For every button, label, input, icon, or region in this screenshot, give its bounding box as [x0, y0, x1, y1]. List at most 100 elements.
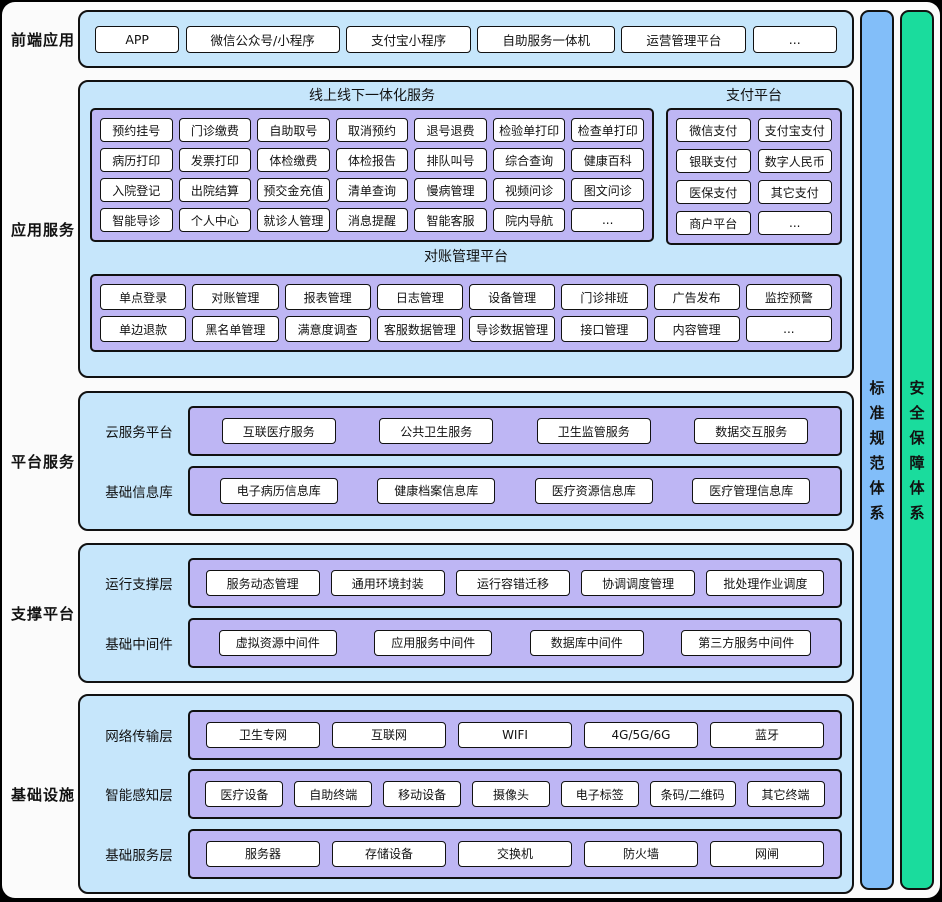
diagram-item: 图文问诊	[571, 178, 644, 202]
diagram-item: 其它支付	[757, 180, 832, 204]
network-transport-layer-label: 网络传输层	[105, 728, 173, 745]
diagram-item: 就诊人管理	[257, 208, 330, 232]
diagram-item: 互联网	[332, 721, 446, 748]
diagram-item: 监控预警	[745, 284, 832, 310]
diagram-item: ...	[571, 208, 644, 232]
diagram-item: 运行容错迁移	[455, 570, 570, 597]
diagram-item: APP	[95, 25, 180, 53]
diagram-item: 消息提醒	[335, 208, 409, 232]
diagram-item: 排队叫号	[414, 148, 487, 172]
diagram-item: 存储设备	[332, 840, 446, 867]
diagram-item: 设备管理	[469, 284, 556, 310]
smart-sensing-layer-label: 智能感知层	[105, 788, 173, 804]
diagram-item: 检验单打印	[492, 118, 566, 142]
diagram-item: 卫生专网	[206, 721, 320, 748]
base-service-layer-label: 基础服务层	[105, 847, 173, 864]
online-offline-services-panel: 预约挂号门诊缴费自助取号取消预约退号退费检验单打印检查单打印病历打印发票打印体检…	[90, 108, 654, 242]
standards-system-bar: 标准规范体系	[860, 10, 894, 890]
runtime-support-layer-label: 运行支撑层	[105, 577, 173, 594]
diagram-item: 卫生监管服务	[536, 418, 651, 445]
diagram-item: 广告发布	[653, 284, 740, 310]
diagram-item: 出院结算	[178, 178, 252, 202]
diagram-item: 摄像头	[471, 781, 550, 807]
diagram-item: 报表管理	[284, 284, 371, 310]
section-platform-services: 平台服务 云服务平台 互联医疗服务 公共卫生服务 卫生监管服务 数据交互服务 基础信息…	[8, 391, 854, 531]
diagram-item: 智能客服	[414, 208, 487, 232]
diagram-item: 清单查询	[335, 178, 409, 202]
diagram-item: 黑名单管理	[192, 316, 279, 342]
diagram-item: 移动设备	[383, 781, 462, 807]
diagram-item: 微信支付	[676, 118, 751, 142]
diagram-item: 综合查询	[492, 148, 566, 172]
diagram-item: 通用环境封装	[330, 570, 445, 597]
diagram-item: 支付宝支付	[757, 118, 832, 142]
diagram-item: 互联医疗服务	[221, 418, 336, 445]
standards-system-bar-label: 标准规范体系	[867, 380, 886, 530]
diagram-item: 医疗资源信息库	[534, 477, 653, 504]
diagram-item: 微信公众号/小程序	[185, 25, 340, 53]
diagram-item: 运营管理平台	[621, 25, 747, 53]
diagram-item: ...	[757, 211, 832, 235]
diagram-item: 预约挂号	[100, 118, 173, 142]
diagram-item: 防火墙	[584, 840, 698, 867]
diagram-item: 电子标签	[560, 781, 639, 807]
middleware-layer-panel: 虚拟资源中间件应用服务中间件数据库中间件第三方服务中间件	[188, 617, 842, 668]
security-system-bar-label: 安全保障体系	[907, 380, 926, 530]
diagram-item: 网闸	[710, 840, 824, 867]
platform-services-box: 云服务平台 互联医疗服务 公共卫生服务 卫生监管服务 数据交互服务 基础信息库 电子病…	[78, 391, 854, 531]
diagram-item: 公共卫生服务	[379, 418, 494, 445]
diagram-item: ...	[752, 25, 837, 53]
diagram-item: 体检缴费	[257, 148, 330, 172]
diagram-item: 门诊缴费	[178, 118, 252, 142]
section-label-platform-services: 平台服务	[10, 452, 75, 471]
application-services-box: 线上线下一体化服务 预约挂号门诊缴费自助取号取消预约退号退费检验单打印检查单打印…	[78, 80, 854, 378]
base-info-db-layer-label: 基础信息库	[105, 484, 173, 501]
diagram-item: 导诊数据管理	[469, 316, 556, 342]
diagram-item: 商户平台	[676, 211, 751, 235]
diagram-item: 批处理作业调度	[706, 570, 825, 597]
diagram-item: 数据交互服务	[694, 418, 809, 445]
diagram-item: 支付宝小程序	[346, 25, 472, 53]
online-offline-services-group: 线上线下一体化服务 预约挂号门诊缴费自助取号取消预约退号退费检验单打印检查单打印…	[90, 85, 654, 242]
section-label-frontend-apps: 前端应用	[10, 30, 75, 49]
security-system-bar: 安全保障体系	[900, 10, 934, 890]
diagram-item: 日志管理	[376, 284, 463, 310]
diagram-item: ...	[745, 316, 832, 342]
base-info-db-layer-row: 基础信息库 电子病历信息库健康档案信息库医疗资源信息库医疗管理信息库	[90, 465, 842, 516]
diagram-item: 银联支付	[676, 149, 751, 173]
diagram-item: 客服数据管理	[376, 316, 463, 342]
section-support-platform: 支撑平台 运行支撑层 服务动态管理通用环境封装运行容错迁移协调调度管理批处理作业…	[8, 543, 854, 683]
diagram-item: 服务器	[206, 840, 320, 867]
diagram-item: 医疗设备	[205, 781, 284, 807]
middleware-layer-row: 基础中间件 虚拟资源中间件应用服务中间件数据库中间件第三方服务中间件	[90, 617, 842, 668]
section-label-application-services: 应用服务	[10, 220, 75, 239]
diagram-item: 电子病历信息库	[219, 477, 338, 504]
diagram-item: 内容管理	[653, 316, 740, 342]
app-services-top-area: 线上线下一体化服务 预约挂号门诊缴费自助取号取消预约退号退费检验单打印检查单打印…	[90, 85, 842, 245]
diagram-item: 蓝牙	[710, 721, 824, 748]
diagram-item: 虚拟资源中间件	[218, 629, 337, 656]
diagram-item: 医保支付	[676, 180, 751, 204]
online-offline-services-title: 线上线下一体化服务	[309, 88, 435, 104]
diagram-item: 病历打印	[100, 148, 173, 172]
diagram-item: 协调调度管理	[581, 570, 696, 597]
diagram-item: 应用服务中间件	[374, 629, 493, 656]
diagram-item: 视频问诊	[492, 178, 566, 202]
diagram-item: 健康档案信息库	[377, 477, 496, 504]
cloud-service-layer-label: 云服务平台	[105, 425, 173, 442]
cloud-service-layer-panel: 互联医疗服务 公共卫生服务 卫生监管服务 数据交互服务	[188, 406, 842, 457]
diagram-item: 单边退款	[100, 316, 187, 342]
diagram-item: 发票打印	[178, 148, 252, 172]
runtime-support-layer-row: 运行支撑层 服务动态管理通用环境封装运行容错迁移协调调度管理批处理作业调度	[90, 558, 842, 609]
smart-sensing-layer-row: 智能感知层 医疗设备自助终端移动设备摄像头电子标签条码/二维码其它终端	[90, 769, 842, 819]
cloud-service-layer-row: 云服务平台 互联医疗服务 公共卫生服务 卫生监管服务 数据交互服务	[90, 406, 842, 457]
smart-sensing-layer-panel: 医疗设备自助终端移动设备摄像头电子标签条码/二维码其它终端	[188, 769, 842, 819]
diagram-item: 自助服务一体机	[477, 25, 615, 53]
